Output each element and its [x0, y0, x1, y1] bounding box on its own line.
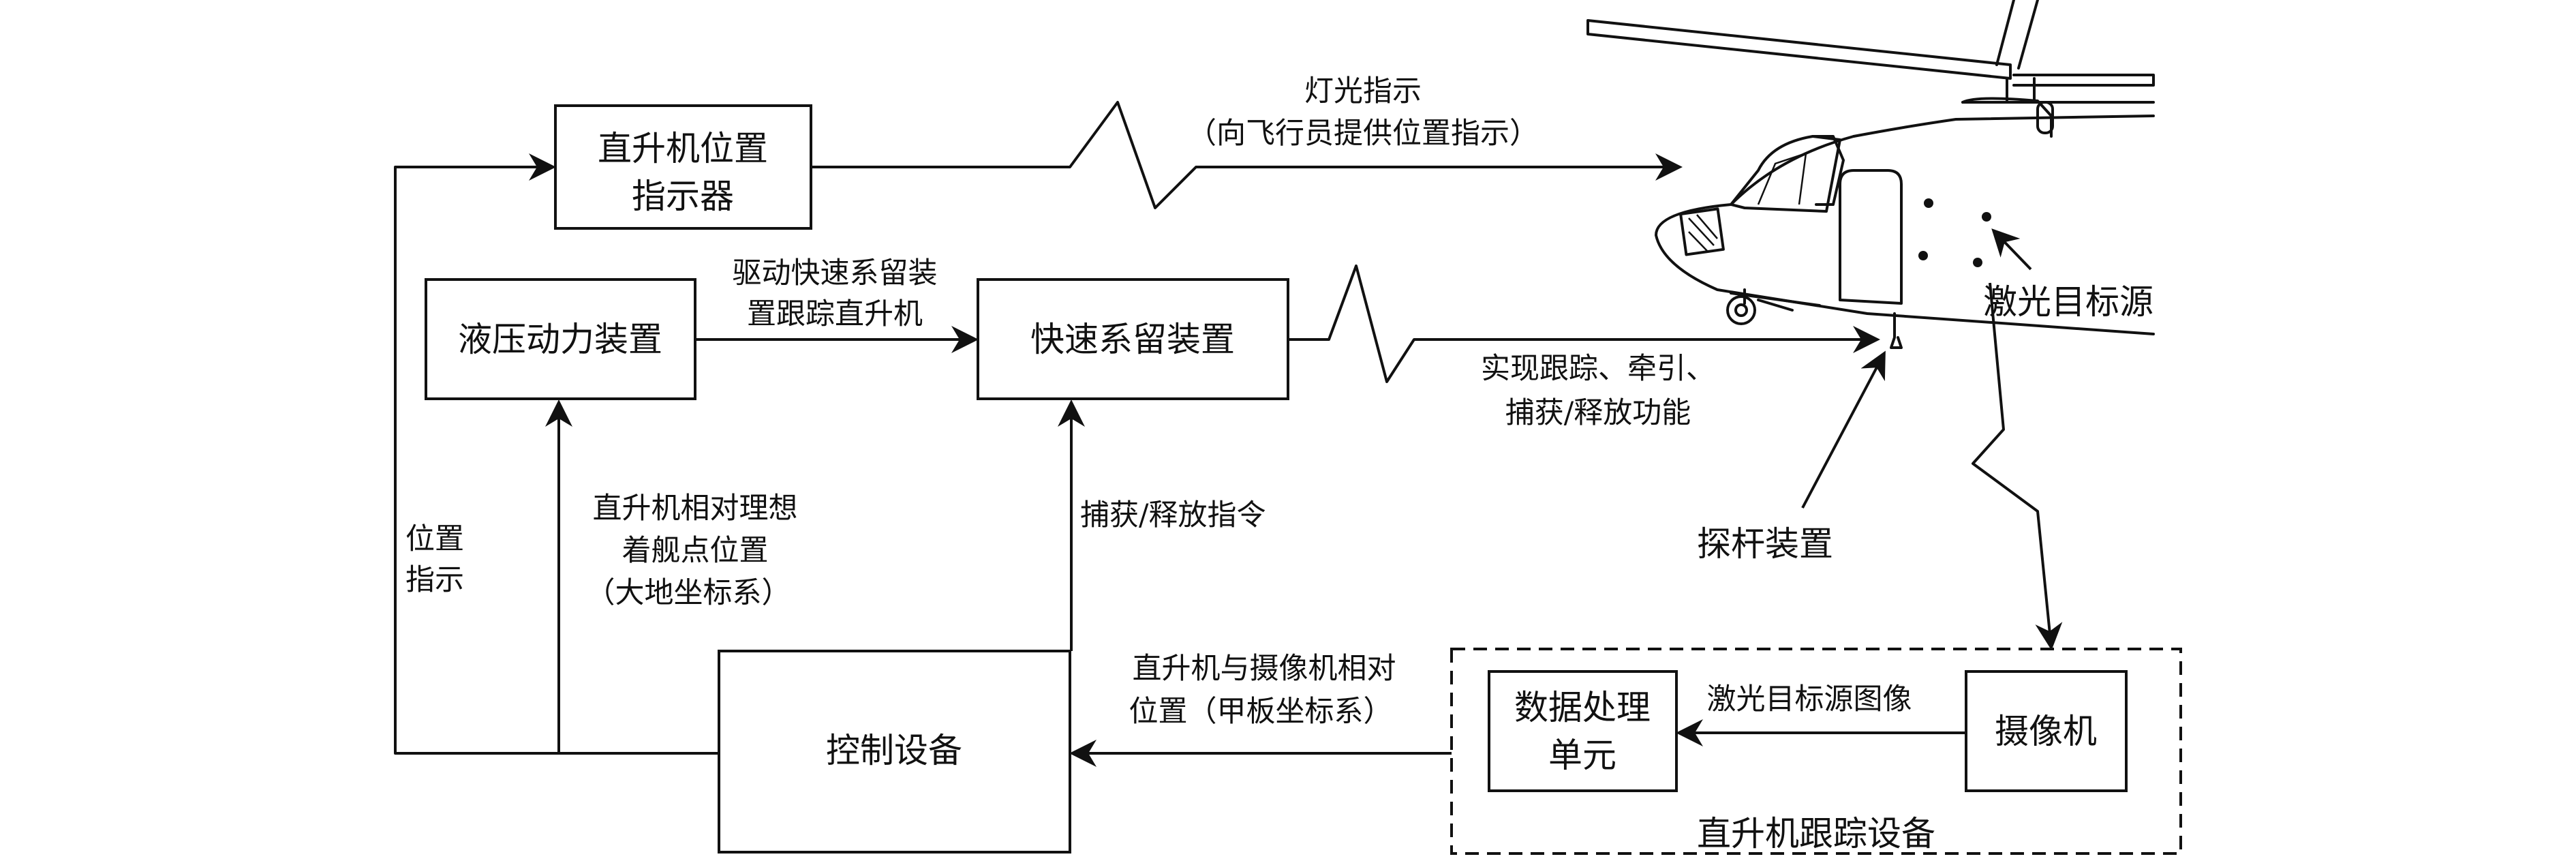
indicator-box: 直升机位置 指示器: [554, 104, 812, 230]
probe-device-label: 探杆装置: [1697, 524, 1833, 564]
position-label-line2: 指示: [405, 563, 464, 597]
laser-image-label: 激光目标源图像: [1707, 682, 1912, 716]
hydraulic-power-box: 液压动力装置: [425, 278, 696, 400]
drive-label-line1: 驱动快速系留装: [733, 256, 938, 290]
heli-relative-label-line1: 直升机相对理想: [593, 492, 798, 526]
camera-box: 摄像机: [1965, 670, 2128, 792]
indicator-label-line2: 指示器: [632, 177, 734, 216]
heli-relative-label-line2: 着舰点位置: [622, 534, 769, 568]
controller-label: 控制设备: [826, 731, 962, 770]
hydraulic-label: 液压动力装置: [458, 320, 662, 359]
data-processing-label-line1: 数据处理: [1514, 688, 1651, 727]
data-processing-label-line2: 单元: [1548, 736, 1616, 775]
capture-command-label: 捕获/释放指令: [1080, 498, 1266, 532]
camera-relative-label-line2: 位置（甲板坐标系）: [1129, 695, 1393, 729]
rapid-securing-box: 快速系留装置: [977, 278, 1289, 400]
indicator-label-line1: 直升机位置: [598, 129, 768, 168]
probe-pointer: [1801, 350, 1886, 509]
camera-relative-label-line1: 直升机与摄像机相对: [1133, 652, 1396, 686]
light-signal-arrow: [811, 101, 1683, 209]
helicopter-illustration: [1586, 0, 2155, 349]
tracking-device-group: 直升机跟踪设备: [1450, 648, 2182, 855]
controller-to-indicator-arrow: [394, 153, 719, 755]
data-processing-box: 数据处理 单元: [1488, 670, 1678, 792]
function-label-line1: 实现跟踪、牵引、: [1481, 352, 1715, 386]
laser-source-pointer: [1991, 228, 2032, 271]
securing-to-probe-arrow: [1288, 265, 1880, 383]
function-label-line2: 捕获/释放功能: [1505, 396, 1691, 430]
light-label-line2: （向飞行员提供位置指示）: [1187, 117, 1539, 151]
controller-box: 控制设备: [718, 650, 1071, 854]
tracking-device-label: 直升机跟踪设备: [1697, 814, 1935, 854]
camera-label: 摄像机: [1995, 712, 2097, 751]
light-label-line1: 灯光指示: [1304, 74, 1422, 108]
laser-source-label: 激光目标源: [1983, 282, 2153, 322]
drive-label-line2: 置跟踪直升机: [747, 297, 923, 331]
position-label-line1: 位置: [405, 522, 464, 556]
heli-relative-label-line3: （大地坐标系）: [586, 576, 791, 610]
laser-to-camera-arrow: [1972, 282, 2063, 650]
rapid-securing-label: 快速系留装置: [1030, 320, 1235, 359]
